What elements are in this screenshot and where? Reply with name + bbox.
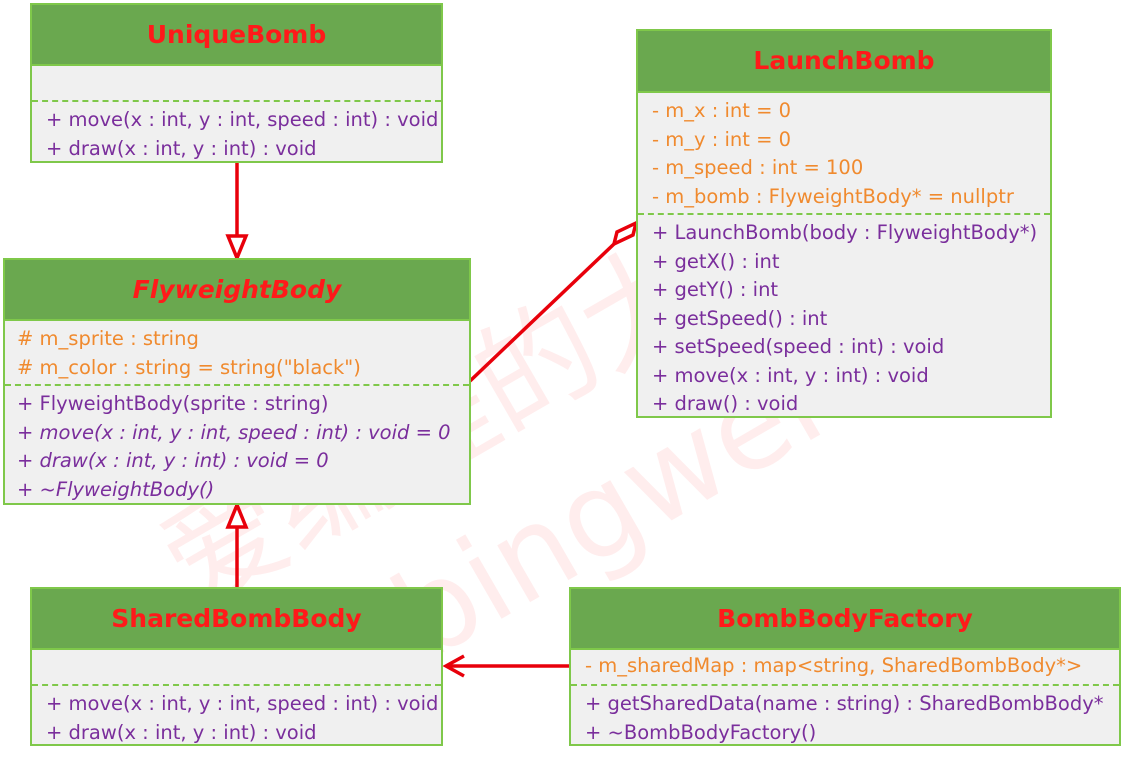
attribute-row: - m_speed : int = 100 — [652, 156, 864, 179]
operation-row: + draw(x : int, y : int) : void = 0 — [17, 449, 329, 472]
attribute-row: - m_sharedMap : map<string, SharedBombBo… — [585, 654, 1083, 677]
operation-row: + getSharedData(name : string) : SharedB… — [585, 692, 1104, 715]
attributes-compartment: # m_sprite : string # m_color : string =… — [5, 321, 469, 386]
operation-row: + move(x : int, y : int, speed : int) : … — [17, 420, 451, 444]
operation-row: + getSpeed() : int — [652, 306, 828, 330]
unique-to-flyweight-arrowhead — [225, 234, 249, 263]
class-title: UniqueBomb — [32, 5, 441, 66]
operations-compartment: + move(x : int, y : int, speed : int) : … — [32, 686, 441, 749]
class-unique-bomb[interactable]: UniqueBomb + move(x : int, y : int, spee… — [30, 3, 443, 163]
attribute-row: - m_bomb : FlyweightBody* = nullptr — [652, 184, 1014, 208]
attribute-row: - m_x : int = 0 — [652, 99, 792, 122]
operation-row: + FlyweightBody(sprite : string) — [17, 392, 329, 415]
operation-row: + move(x : int, y : int) : void — [652, 363, 929, 387]
class-bomb-body-factory[interactable]: BombBodyFactory - m_sharedMap : map<stri… — [569, 587, 1121, 746]
operations-compartment: + LaunchBomb(body : FlyweightBody*) + ge… — [638, 215, 1050, 421]
association-arrowhead — [442, 654, 465, 678]
aggregation-line — [468, 242, 616, 383]
class-title: BombBodyFactory — [571, 589, 1119, 650]
operation-row: + move(x : int, y : int, speed : int) : … — [46, 692, 439, 715]
class-title: FlyweightBody — [5, 260, 469, 321]
operations-compartment: + FlyweightBody(sprite : string) + move(… — [5, 386, 469, 506]
operation-row: + ~FlyweightBody() — [17, 477, 215, 501]
class-flyweight-body[interactable]: FlyweightBody # m_sprite : string # m_co… — [3, 258, 471, 505]
attribute-row: # m_sprite : string — [17, 327, 199, 350]
shared-to-flyweight-arrowhead — [225, 500, 249, 529]
attributes-compartment — [32, 650, 441, 686]
operation-row: + ~BombBodyFactory() — [585, 720, 817, 744]
operation-row: + getX() : int — [652, 249, 780, 273]
class-title: SharedBombBody — [32, 589, 441, 650]
attribute-row: - m_y : int = 0 — [652, 127, 792, 151]
class-title: LaunchBomb — [638, 31, 1050, 93]
attributes-compartment: - m_sharedMap : map<string, SharedBombBo… — [571, 650, 1119, 686]
operation-row: + move(x : int, y : int, speed : int) : … — [46, 108, 439, 131]
class-shared-bomb-body[interactable]: SharedBombBody + move(x : int, y : int, … — [30, 587, 443, 746]
aggregation-diamond — [611, 219, 639, 248]
attributes-compartment — [32, 66, 441, 102]
attributes-compartment: - m_x : int = 0 - m_y : int = 0 - m_spee… — [638, 93, 1050, 215]
operation-row: + getY() : int — [652, 278, 779, 301]
class-launch-bomb[interactable]: LaunchBomb - m_x : int = 0 - m_y : int =… — [636, 29, 1052, 418]
operation-row: + draw(x : int, y : int) : void — [46, 136, 317, 160]
operation-row: + draw(x : int, y : int) : void — [46, 720, 317, 744]
operation-row: + LaunchBomb(body : FlyweightBody*) — [652, 221, 1038, 244]
operation-row: + setSpeed(speed : int) : void — [652, 335, 945, 358]
operations-compartment: + getSharedData(name : string) : SharedB… — [571, 686, 1119, 749]
operation-row: + draw() : void — [652, 392, 799, 415]
operations-compartment: + move(x : int, y : int, speed : int) : … — [32, 102, 441, 165]
attribute-row: # m_color : string = string("black") — [17, 355, 361, 379]
